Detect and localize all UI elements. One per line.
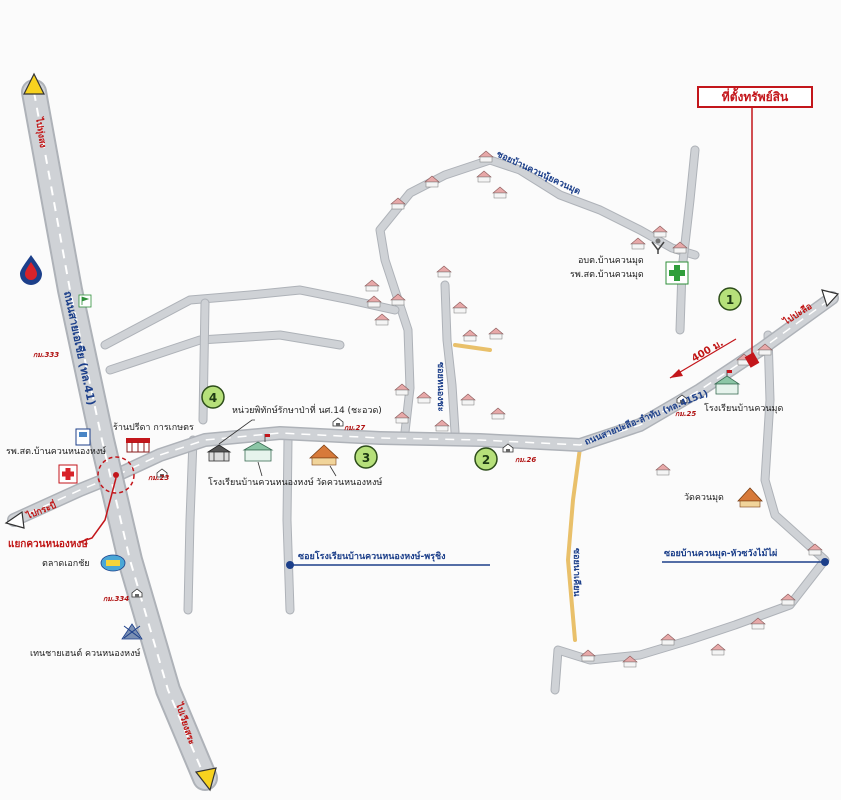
school-muad-place: โรงเรียนบ้านควนมุด — [704, 370, 783, 414]
km-334-label: กม.334 — [103, 595, 129, 603]
school-building-icon — [242, 434, 274, 462]
shop-icon — [126, 438, 150, 453]
temple-nong-place: วัดควนหนองหงษ์ — [308, 444, 382, 488]
marker-3-number: 3 — [362, 451, 370, 465]
km-23-label: กม.23 — [148, 474, 169, 482]
market-place: ตลาดเอกชัย — [42, 554, 126, 572]
temple-nong-label: วัดควนหนองหงษ์ — [316, 476, 382, 488]
school-nong-place: โรงเรียนบ้านควนหนองหงษ์ — [208, 434, 314, 488]
soi-v1-label: ซอยหนองชะ — [435, 362, 445, 412]
market-icon — [100, 554, 126, 572]
arrow-south-icon — [194, 767, 217, 792]
shop-place: ร้านปรีดา การเกษตร — [113, 422, 194, 453]
arrow-north-icon — [23, 72, 45, 95]
school-muad-label: โรงเรียนบ้านควนมุด — [704, 403, 783, 414]
temple-muad-place: วัดควนมุด — [684, 487, 763, 508]
tent-place: เทนชายเฮนต์ ควนหนองหงษ์ — [30, 623, 143, 659]
arrow-west-icon — [4, 510, 25, 529]
junction: แยกควนหนองหงษ์ — [8, 456, 135, 550]
marker-2-number: 2 — [482, 453, 490, 467]
obt-label: อบต.บ้านควนมุด — [578, 255, 644, 266]
forest-unit-place: หน่วยพิทักษ์รักษาป่าที่ นศ.14 (ชะอวด) — [206, 403, 382, 462]
hospital-building-icon — [75, 428, 91, 446]
soi-school-line: ซอยโรงเรียนบ้านควนหนองหงษ์-พรุชิง — [286, 550, 490, 569]
forest-office-icon — [206, 444, 232, 462]
forest-unit-label: หน่วยพิทักษ์รักษาป่าที่ นศ.14 (ชะอวด) — [232, 403, 382, 416]
soi-school-label: ซอยโรงเรียนบ้านควนหนองหงษ์-พรุชิง — [298, 550, 445, 562]
hospital-nong-place: รพ.สต.บ้านควนหนองหงษ์ — [6, 428, 106, 484]
soi-huaywang-label: ซอยบ้านควนมุด-หัวซวังไม้ไผ่ — [664, 547, 777, 559]
marker-4-number: 4 — [209, 391, 217, 405]
green-flag-place — [78, 294, 92, 308]
obt-emblem-icon — [651, 238, 665, 254]
highway-41 — [21, 79, 218, 791]
temple-muad-label: วัดควนมุด — [684, 493, 724, 503]
tent-icon — [121, 623, 143, 640]
obt-place: อบต.บ้านควนมุด — [578, 238, 665, 266]
soi-v2-label: ซอยนาเคียน — [571, 548, 582, 597]
green-cross-icon — [665, 261, 689, 285]
km-hut-icon — [332, 417, 344, 427]
distance-label: 400 ม. — [690, 338, 726, 365]
temple-icon — [737, 487, 763, 508]
fuel-drop-icon — [20, 255, 42, 285]
marker-2: 2 — [474, 447, 498, 471]
km-27-label: กม.27 — [344, 424, 365, 432]
local-roads — [100, 145, 830, 695]
marker-1-number: 1 — [726, 293, 734, 307]
flag-icon — [78, 294, 92, 308]
shop-label: ร้านปรีดา การเกษตร — [113, 422, 194, 433]
marker-4: 4 — [201, 385, 225, 409]
soi-huaywang-line: ซอยบ้านควนมุด-หัวซวังไม้ไผ่ — [662, 547, 829, 566]
km-26-label: กม.26 — [515, 456, 536, 464]
tent-label: เทนชายเฮนต์ ควนหนองหงษ์ — [30, 647, 141, 659]
hospital-nong-label: รพ.สต.บ้านควนหนองหงษ์ — [6, 445, 106, 457]
gas-station — [20, 255, 42, 285]
marker-3: 3 — [354, 445, 378, 469]
soi-nongtum-label: ซอยบ้านควนนุ้ยควนมุด — [495, 149, 583, 198]
junction-label: แยกควนหนองหงษ์ — [8, 538, 88, 550]
red-cross-icon — [58, 464, 78, 484]
temple-icon — [308, 444, 340, 466]
soi-roads — [453, 343, 582, 642]
school-nong-label: โรงเรียนบ้านควนหนองหงษ์ — [208, 476, 314, 488]
hospital-muad-place: รพ.สต.บ้านควนมุด — [570, 261, 689, 285]
hospital-muad-label: รพ.สต.บ้านควนมุด — [570, 269, 644, 280]
arrow-east-icon — [821, 289, 840, 308]
marker-1: 1 — [718, 287, 742, 311]
market-label: ตลาดเอกชัย — [42, 559, 90, 569]
property-location-icon — [744, 352, 760, 368]
km-333-label: กม.333 — [33, 351, 59, 359]
school-building-icon — [713, 370, 741, 395]
km-25-label: กม.25 — [675, 410, 696, 418]
property-location-label: ที่ตั้งทรัพย์สิน — [697, 86, 813, 108]
direction-arrows — [4, 72, 840, 792]
